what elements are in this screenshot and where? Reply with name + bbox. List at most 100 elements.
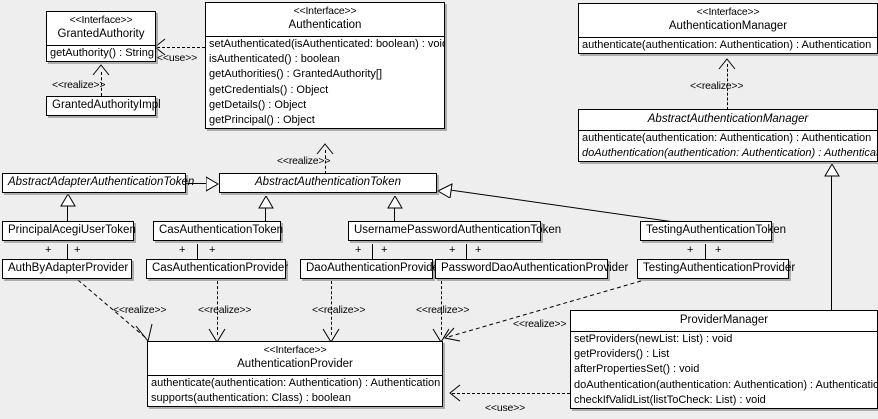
stereotype-interface: <<Interface>>	[69, 14, 133, 26]
label-realize-abstractauthenticationmanager: <<realize>>	[690, 80, 744, 92]
class-abstract-adapter-authentication-token[interactable]: AbstractAdapterAuthenticationToken	[2, 173, 195, 193]
assoc-plus-marker: +	[449, 244, 456, 256]
class-header-provider-manager: ProviderManager	[571, 311, 877, 332]
label-realize-abstractauthenticationtoken: <<realize>>	[277, 155, 331, 167]
class-testing-authentication-provider[interactable]: TestingAuthenticationProvider	[637, 259, 795, 279]
class-principal-acegi-user-token[interactable]: PrincipalAcegiUserToken	[2, 221, 136, 241]
connector-realize-daoauthenticationprovider	[331, 281, 332, 335]
arrowhead-gen-cas	[258, 195, 274, 214]
class-header-authentication: <<Interface>> Authentication	[206, 3, 444, 37]
class-cas-authentication-provider[interactable]: CasAuthenticationProvider	[146, 259, 288, 279]
class-name-authentication-manager: AuthenticationManager	[668, 20, 788, 32]
connector-realize-abstractauthenticationtoken	[325, 150, 326, 174]
class-abstract-authentication-manager[interactable]: AbstractAuthenticationManager authentica…	[578, 109, 878, 163]
class-name-testing-authentication-token: TestingAuthenticationToken	[646, 224, 787, 236]
class-header-testing-authentication-token: TestingAuthenticationToken	[641, 222, 787, 240]
class-abstract-authentication-token[interactable]: AbstractAuthenticationToken	[219, 173, 437, 193]
class-provider-manager[interactable]: ProviderManager setProviders(newList: Li…	[570, 310, 878, 410]
class-header-principal-acegi-user-token: PrincipalAcegiUserToken	[3, 222, 136, 240]
class-header-authentication-manager: <<Interface>> AuthenticationManager	[579, 4, 877, 38]
stereotype-interface: <<Interface>>	[696, 6, 760, 18]
class-name-provider-manager: ProviderManager	[679, 314, 769, 326]
arrowhead-gen-adaptertoken	[60, 193, 76, 212]
class-dao-authentication-provider[interactable]: DaoAuthenticationProvider	[300, 259, 443, 279]
connector-use-authentication-grantedauthority	[157, 47, 205, 48]
class-name-abstract-authentication-manager: AbstractAuthenticationManager	[647, 113, 809, 125]
member-supports: supports(authentication: Class) : boolea…	[151, 392, 351, 405]
connector-realize-passworddaoprovider	[441, 281, 442, 335]
arrowhead-realize-testing-provider	[444, 327, 461, 342]
class-granted-authority-impl[interactable]: GrantedAuthorityImpl	[46, 96, 161, 116]
connector-realize-casauthenticationprovider	[217, 281, 218, 335]
member-getauthority: getAuthority() : String	[50, 47, 154, 59]
connector-realize-abstractauthenticationmanager	[727, 64, 728, 110]
class-members-granted-authority: getAuthority() : String	[47, 46, 155, 61]
class-name-authentication: Authentication	[288, 19, 362, 31]
class-header-authentication-provider: <<Interface>> AuthenticationProvider	[148, 342, 442, 376]
connector-generalization-principalacegiusertoken	[67, 205, 68, 221]
class-members-authentication: setAuthenticated(isAuthenticated: boolea…	[206, 37, 444, 128]
class-username-password-authentication-token[interactable]: UsernamePasswordAuthenticationToken	[348, 221, 561, 241]
member-isauthenticated: isAuthenticated() : boolean	[209, 53, 340, 66]
member-checkifvalidlist: checkIfValidList(listToCheck: List) : vo…	[574, 393, 766, 406]
arrowhead-realize-authenticationmanager	[718, 58, 736, 70]
connector-generalization-adaptertoken	[186, 183, 208, 184]
class-header-password-dao-authentication-provider: PasswordDaoAuthenticationProvider	[436, 260, 628, 278]
class-authentication-provider[interactable]: <<Interface>> AuthenticationProvider aut…	[147, 341, 443, 408]
class-name-abstract-adapter-authentication-token: AbstractAdapterAuthenticationToken	[8, 176, 195, 188]
connector-generalization-usernamepasswordtoken	[394, 208, 395, 221]
class-auth-by-adapter-provider[interactable]: AuthByAdapterProvider	[2, 259, 132, 279]
connector-assoc-cas	[197, 244, 198, 259]
stereotype-interface: <<Interface>>	[263, 344, 327, 356]
arrowhead-generalization-abstractauthtoken-left	[205, 176, 219, 197]
label-realize-authbyadapterprovider: <<realize>>	[113, 304, 167, 316]
class-header-cas-authentication-provider: CasAuthenticationProvider	[147, 260, 288, 278]
stereotype-interface: <<Interface>>	[293, 5, 357, 17]
class-password-dao-authentication-provider[interactable]: PasswordDaoAuthenticationProvider	[435, 259, 628, 279]
assoc-plus-marker: +	[687, 244, 694, 256]
class-name-granted-authority: GrantedAuthority	[57, 28, 145, 40]
arrowhead-gen-usernamepassword	[387, 195, 403, 214]
label-realize-passworddaoprovider: <<realize>>	[416, 304, 470, 316]
member-getdetails: getDetails() : Object	[209, 98, 307, 111]
label-realize-grantedauthorityimpl: <<realize>>	[52, 79, 106, 91]
class-header-abstract-authentication-token: AbstractAuthenticationToken	[220, 174, 436, 192]
assoc-plus-marker: +	[45, 244, 52, 256]
member-authenticate: authenticate(authentication: Authenticat…	[582, 132, 872, 144]
class-members-provider-manager: setProviders(newList: List) : void getPr…	[571, 332, 877, 408]
class-name-granted-authority-impl: GrantedAuthorityImpl	[52, 99, 161, 111]
member-getprincipal: getPrincipal() : Object	[209, 114, 315, 127]
connector-assoc-passworddao	[466, 244, 467, 259]
connector-assoc-testing	[705, 244, 706, 259]
connector-use-providermanager	[452, 393, 620, 394]
class-members-authentication-manager: authenticate(authentication: Authenticat…	[579, 38, 877, 53]
class-testing-authentication-token[interactable]: TestingAuthenticationToken	[640, 221, 787, 241]
class-header-cas-authentication-token: CasAuthenticationToken	[154, 222, 283, 240]
member-getauthorities: getAuthorities() : GrantedAuthority[]	[209, 68, 383, 81]
label-realize-daoauthenticationprovider: <<realize>>	[312, 304, 366, 316]
class-header-abstract-adapter-authentication-token: AbstractAdapterAuthenticationToken	[3, 174, 195, 192]
connector-realize-grantedauthorityimpl	[101, 72, 102, 96]
class-cas-authentication-token[interactable]: CasAuthenticationToken	[153, 221, 283, 241]
class-authentication[interactable]: <<Interface>> Authentication setAuthenti…	[205, 2, 445, 130]
class-name-authentication-provider: AuthenticationProvider	[237, 358, 353, 370]
class-name-principal-acegi-user-token: PrincipalAcegiUserToken	[8, 224, 136, 236]
class-header-testing-authentication-provider: TestingAuthenticationProvider	[638, 260, 795, 278]
label-use-authentication-grantedauthority: <<use>>	[157, 52, 198, 64]
class-granted-authority[interactable]: <<Interface>> GrantedAuthority getAuthor…	[46, 11, 156, 63]
label-use-providermanager: <<use>>	[485, 402, 526, 414]
connector-assoc-principal-authbyadapter	[67, 244, 68, 259]
assoc-plus-marker: +	[179, 244, 186, 256]
class-authentication-manager[interactable]: <<Interface>> AuthenticationManager auth…	[578, 3, 878, 55]
member-authenticate: authenticate(authentication: Authenticat…	[582, 39, 872, 51]
member-doauthentication: doAuthentication(authentication: Authent…	[582, 147, 877, 160]
class-header-auth-by-adapter-provider: AuthByAdapterProvider	[3, 260, 131, 278]
member-setauthenticated: setAuthenticated(isAuthenticated: boolea…	[209, 38, 444, 50]
connector-generalization-testingauthenticationtoken	[449, 189, 703, 227]
class-name-auth-by-adapter-provider: AuthByAdapterProvider	[8, 262, 129, 274]
label-realize-testingauthenticationprovider: <<realize>>	[513, 318, 567, 330]
assoc-plus-marker: +	[715, 244, 722, 256]
connector-realize-testingauthenticationprovider	[447, 280, 642, 338]
assoc-plus-marker: +	[381, 244, 388, 256]
